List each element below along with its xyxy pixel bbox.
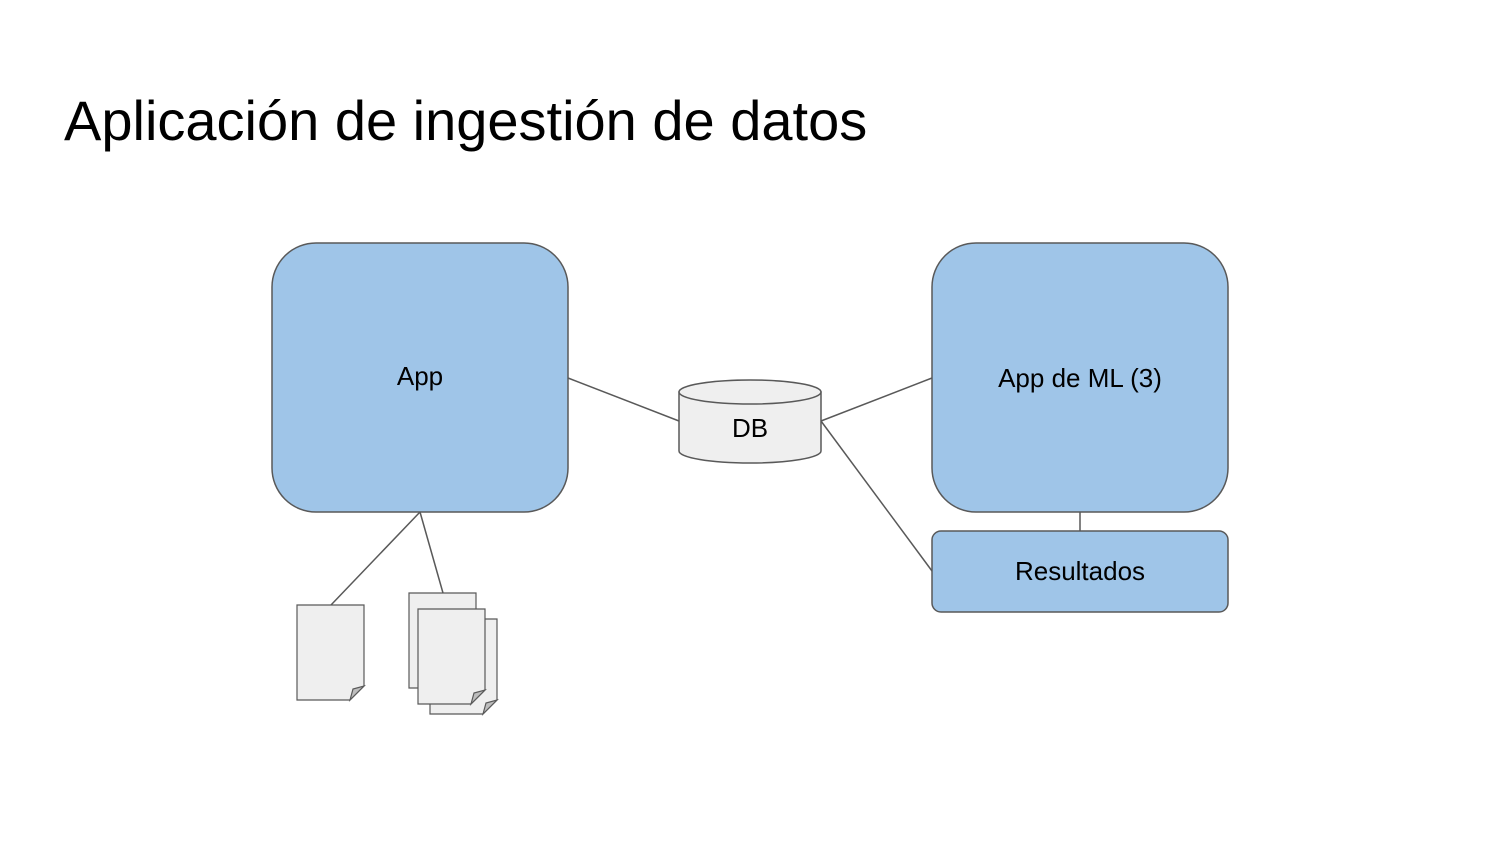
multiple-documents-icon: [408, 592, 500, 717]
document-icon: [296, 604, 367, 703]
ml-app-node: App de ML (3): [931, 242, 1229, 513]
slide-title: Aplicación de ingestión de datos: [64, 89, 868, 152]
ml-app-box: [931, 242, 1229, 513]
db-node: DB: [678, 379, 822, 464]
db-label: DB: [732, 413, 768, 443]
connector-app-db: [567, 377, 680, 422]
results-box: [931, 530, 1229, 613]
connector-app-document: [330, 511, 421, 606]
results-node: Resultados: [931, 530, 1229, 613]
connector-db-ml-app: [820, 377, 933, 422]
app-box: [271, 242, 569, 513]
connector-db-results: [820, 420, 933, 572]
db-cylinder-top: [678, 379, 822, 405]
connectors: [330, 377, 1081, 606]
results-label: Resultados: [1015, 556, 1145, 586]
db-cylinder-body: [678, 391, 822, 464]
app-node: App: [271, 242, 569, 513]
ml-app-label: App de ML (3): [998, 363, 1162, 393]
connector-app-documents-stack: [419, 511, 444, 594]
app-label: App: [397, 361, 443, 391]
